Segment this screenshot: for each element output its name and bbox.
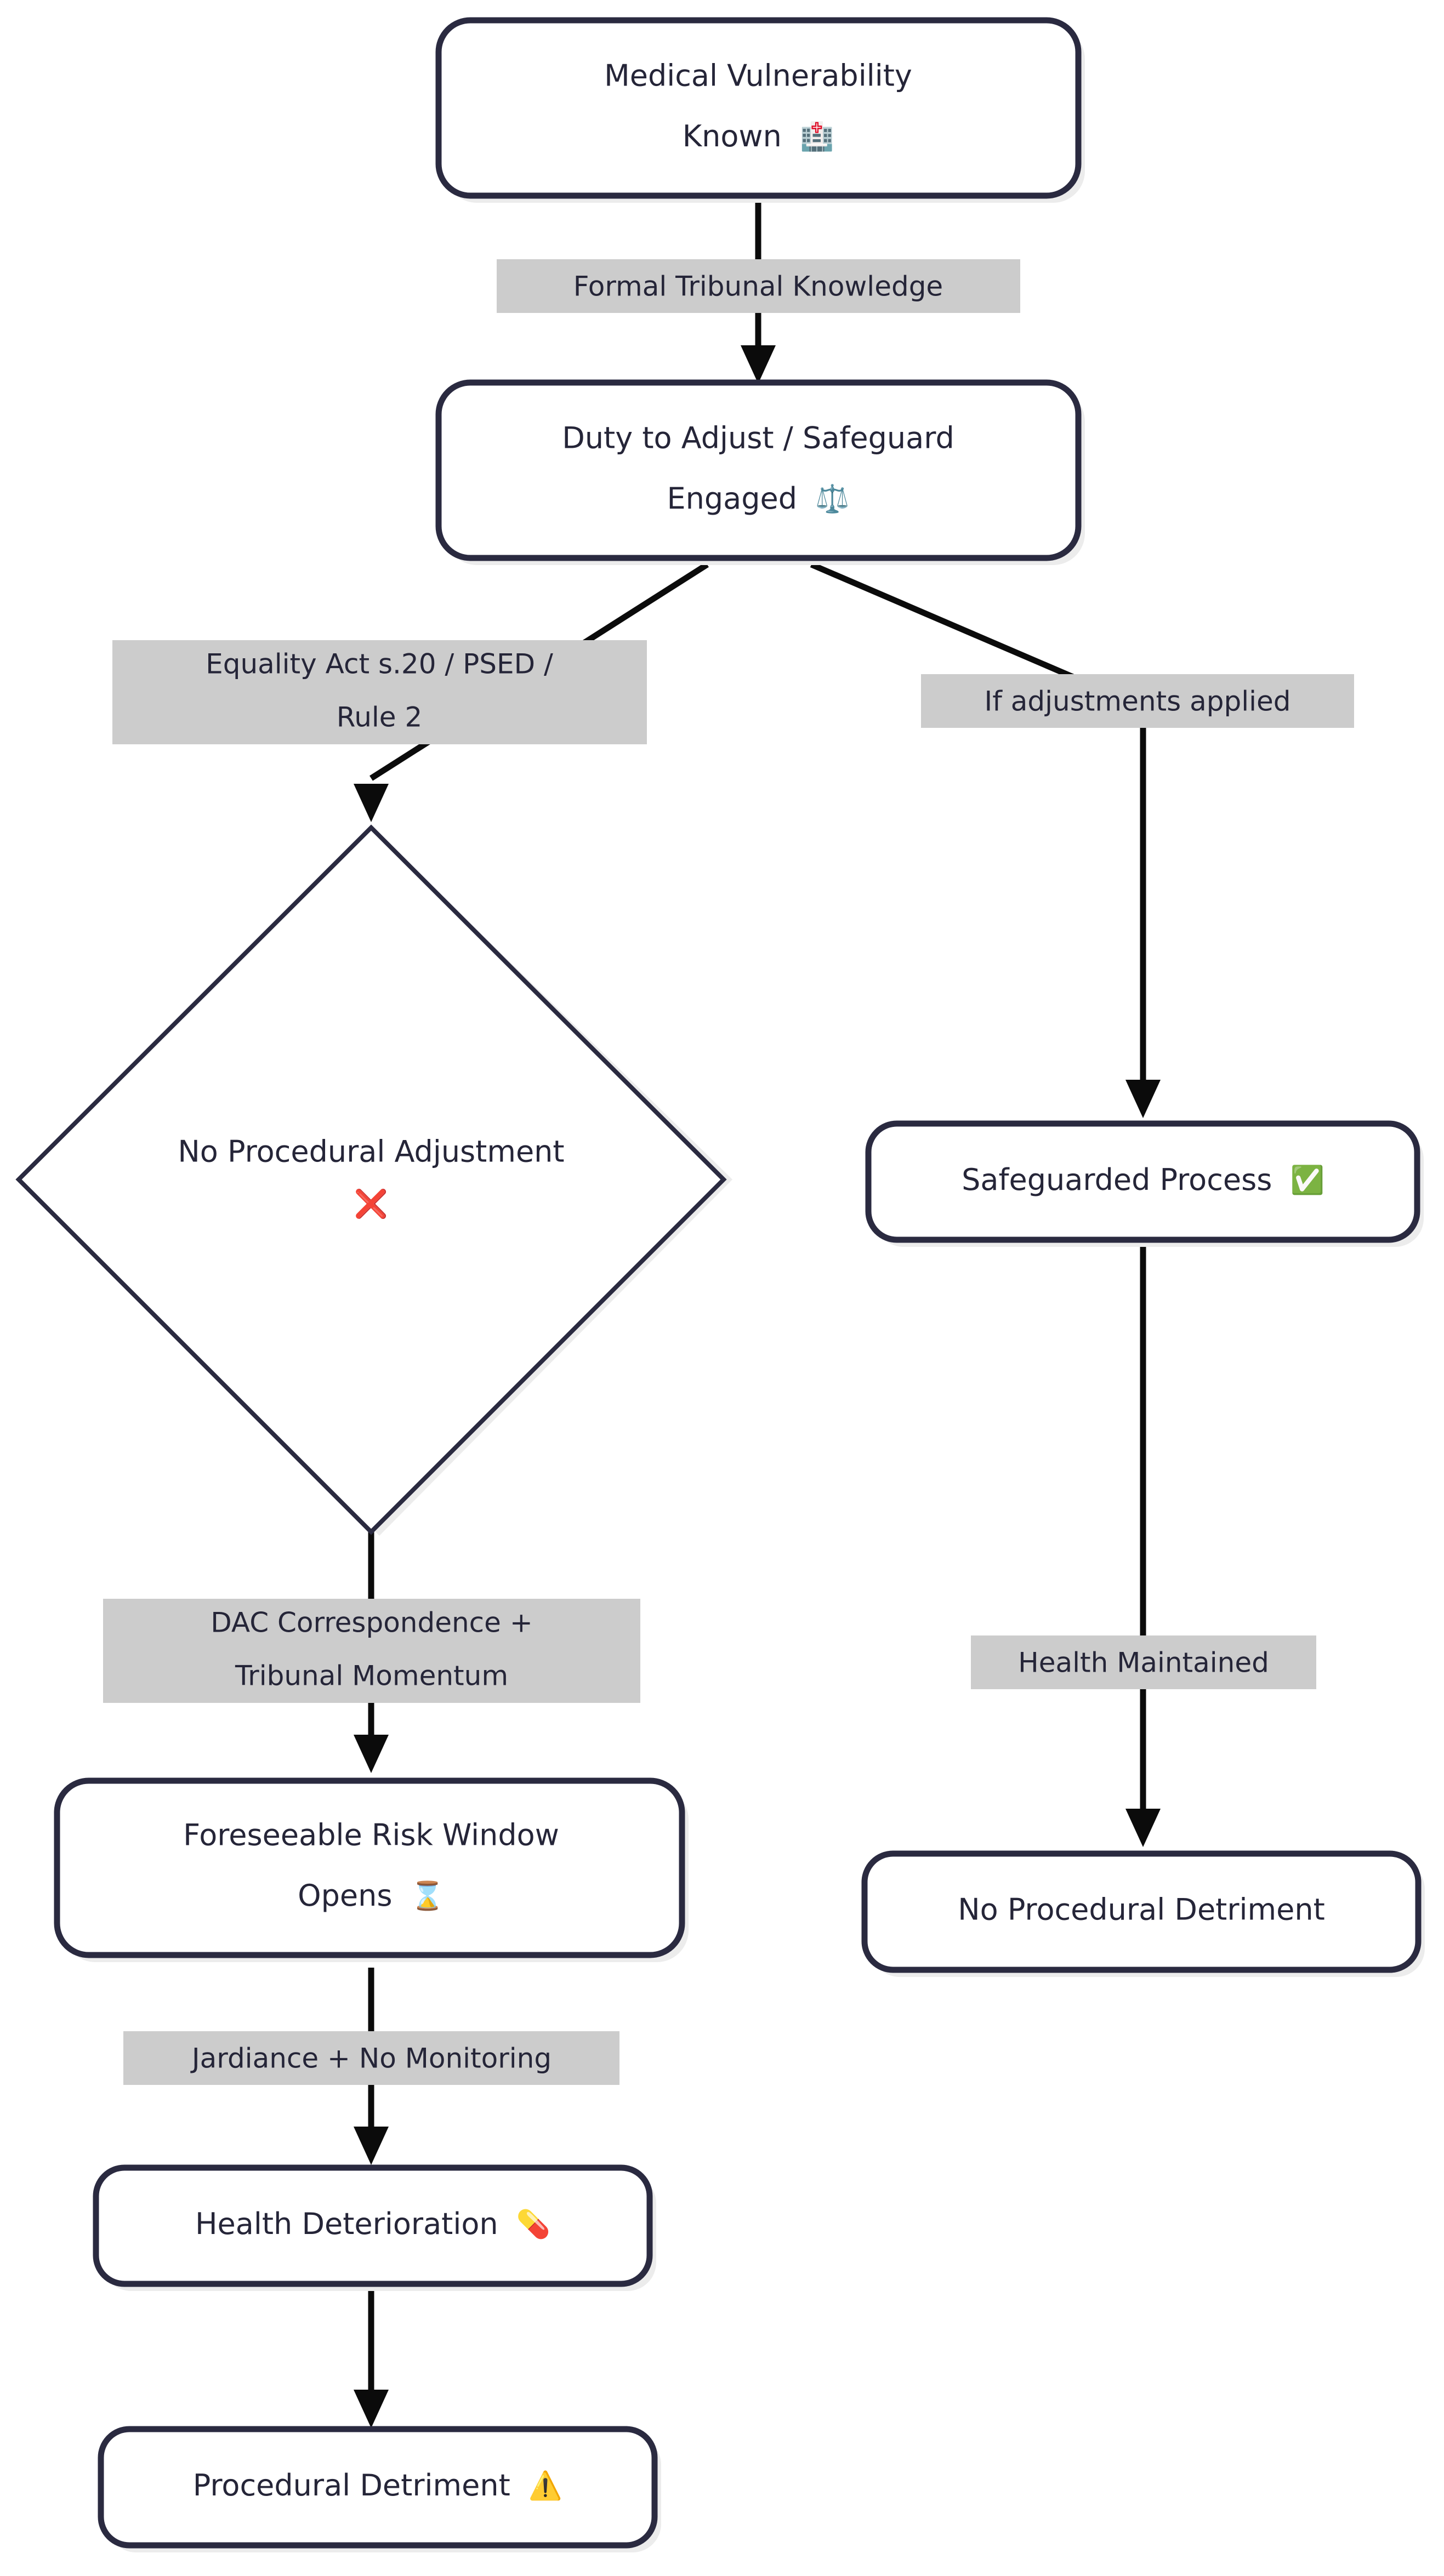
edge-label-background	[497, 259, 1020, 313]
node-label-line1: Safeguarded Process	[962, 1162, 1272, 1197]
node-label-line1: No Procedural Detriment	[958, 1893, 1325, 1927]
edge-arrowhead	[1125, 1809, 1161, 1847]
edge-label-jardiance-no-monitoring: Jardiance + No Monitoring	[123, 2031, 619, 2085]
edge-label-background	[112, 640, 647, 744]
edge-arrowhead	[354, 2127, 389, 2165]
edge-label-health-maintained: Health Maintained	[971, 1635, 1316, 1689]
edge-health-maintained	[1125, 1239, 1161, 1847]
node-label-line1: Duty to Adjust / Safeguard	[562, 421, 954, 455]
node-label-line1: No Procedural Adjustment	[178, 1135, 564, 1169]
node-label-line2-group: Known 🏥	[683, 119, 834, 153]
balance-scale-icon: ⚖️	[815, 483, 849, 515]
edge-arrowhead	[741, 345, 776, 384]
node-shape-rounded-rect[interactable]	[435, 379, 1082, 561]
node-no-procedural-adjustment[interactable]: No Procedural Adjustment ❌	[15, 824, 732, 1536]
edge-to-procedural-detriment	[354, 2291, 389, 2428]
edge-label-line1: Equality Act s.20 / PSED /	[206, 648, 553, 680]
node-label-line1: Procedural Detriment	[193, 2468, 510, 2503]
node-health-deterioration[interactable]: Health Deterioration 💊	[93, 2164, 656, 2291]
check-mark-button-icon: ✅	[1290, 1164, 1324, 1196]
edge-label-text: Jardiance + No Monitoring	[190, 2043, 552, 2075]
cross-mark-icon: ❌	[354, 1188, 388, 1221]
edge-label-text: If adjustments applied	[985, 686, 1291, 717]
hourglass-icon: ⌛	[411, 1880, 445, 1912]
edge-label-background	[921, 674, 1354, 728]
node-label-line2: Engaged	[667, 481, 798, 516]
warning-icon: ⚠️	[528, 2470, 562, 2501]
edge-label-line2: Tribunal Momentum	[235, 1660, 508, 1692]
edge-arrowhead	[354, 2390, 389, 2428]
node-label-group: Procedural Detriment ⚠️	[193, 2468, 562, 2503]
pill-icon: 💊	[516, 2208, 550, 2241]
edge-label-dac-correspondence: DAC Correspondence + Tribunal Momentum	[103, 1599, 640, 1703]
node-foreseeable-risk-window-opens[interactable]: Foreseeable Risk Window Opens ⌛	[54, 1777, 689, 1962]
node-shape-rounded-rect[interactable]	[93, 2164, 653, 2287]
edge-label-background	[123, 2031, 619, 2085]
node-label-line2: Known	[683, 119, 782, 153]
edge-line	[810, 561, 1146, 1080]
edge-arrowhead	[1125, 1080, 1161, 1118]
node-shape-rounded-rect[interactable]	[861, 1850, 1422, 1973]
node-safeguarded-process[interactable]: Safeguarded Process ✅	[865, 1120, 1424, 1247]
node-shape-rounded-rect[interactable]	[865, 1120, 1420, 1243]
node-label-group: Health Deterioration 💊	[195, 2207, 550, 2241]
edge-label-text: Formal Tribunal Knowledge	[573, 271, 943, 303]
edge-label-if-adjustments-applied: If adjustments applied	[921, 674, 1354, 728]
node-no-procedural-detriment[interactable]: No Procedural Detriment	[861, 1850, 1425, 1977]
node-duty-to-adjust-safeguard-engaged[interactable]: Duty to Adjust / Safeguard Engaged ⚖️	[435, 379, 1085, 565]
edge-arrowhead	[354, 1735, 389, 1773]
edge-label-equality-act: Equality Act s.20 / PSED / Rule 2	[112, 640, 647, 744]
edge-label-formal-tribunal-knowledge: Formal Tribunal Knowledge	[497, 259, 1020, 313]
node-label-line2-group: Opens ⌛	[298, 1878, 445, 1913]
edge-if-adjustments-applied	[810, 561, 1161, 1118]
node-shape-diamond[interactable]	[15, 824, 727, 1535]
edge-label-line2: Rule 2	[337, 702, 423, 733]
node-shape-rounded-rect[interactable]	[98, 2426, 658, 2549]
node-label-line2-group: Engaged ⚖️	[667, 481, 850, 516]
edge-arrowhead	[354, 784, 389, 822]
edge-label-text: Health Maintained	[1018, 1647, 1269, 1679]
node-label-line1: Foreseeable Risk Window	[183, 1818, 559, 1853]
edge-label-background	[103, 1599, 640, 1703]
node-label-line1: Medical Vulnerability	[604, 59, 912, 93]
node-label-line1: Health Deterioration	[195, 2207, 498, 2241]
node-shape-rounded-rect[interactable]	[54, 1777, 685, 1958]
node-medical-vulnerability-known[interactable]: Medical Vulnerability Known 🏥	[435, 17, 1085, 203]
edge-label-background	[971, 1635, 1316, 1689]
node-label-group: Safeguarded Process ✅	[962, 1162, 1324, 1197]
node-label-line2: Opens	[298, 1878, 392, 1913]
edge-label-line1: DAC Correspondence +	[211, 1607, 532, 1639]
node-procedural-detriment[interactable]: Procedural Detriment ⚠️	[98, 2426, 661, 2552]
hospital-icon: 🏥	[800, 121, 834, 152]
node-shape-rounded-rect[interactable]	[435, 17, 1082, 199]
